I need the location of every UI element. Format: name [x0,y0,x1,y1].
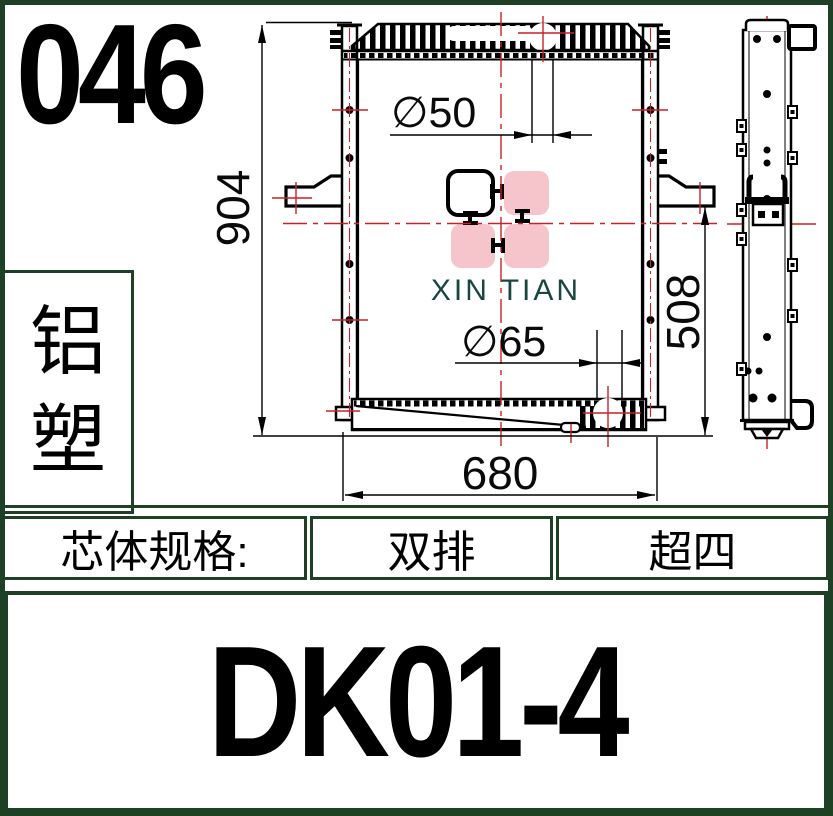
material-char-2: 塑 [30,398,106,483]
side-view [736,18,817,440]
spec-table-value-rows: 双排 [310,516,553,580]
top-tank [342,22,658,61]
logo-square-pink-1 [504,171,549,215]
logo-square-outline [446,169,495,217]
side-bottom-bracket [740,393,814,440]
dim-overall-height: 904 [207,170,259,247]
logo-square-pink-2 [451,224,495,268]
bottom-tank [350,397,648,434]
material-box: 铝 塑 [2,270,134,514]
dimensions: ∅50 ∅65 680 904 508 [207,21,713,501]
section-divider [0,505,833,508]
part-number: 046 [16,0,208,154]
side-mid-bracket [745,174,789,227]
dim-outlet-diameter: ∅65 [461,318,546,366]
brand-text: XIN TIAN [431,274,581,307]
left-side-channel [330,23,362,422]
side-clip-pins [739,110,795,371]
side-hook [788,399,814,430]
logo-square-pink-3 [504,224,549,268]
spec-table-value-type: 超四 [556,516,829,580]
right-mounting-bracket [657,174,716,208]
side-top-tab [787,24,817,51]
side-rivets [744,35,781,375]
radiator-technical-drawing: XIN TIAN [207,12,817,501]
spec-table-label: 芯体规格: [2,516,307,580]
right-side-channel [638,23,670,422]
dim-side-height: 508 [657,274,709,351]
model-box: DK01-4 [4,591,828,812]
material-char-1: 铝 [30,300,106,385]
dim-overall-width: 680 [462,447,539,499]
left-mounting-bracket [284,174,343,208]
brand-logo [446,169,549,268]
model-code: DK01-4 [207,613,630,790]
side-top-cap [744,18,790,31]
dim-inlet-diameter: ∅50 [391,89,476,137]
front-view: XIN TIAN [284,22,716,434]
top-tank-slot [447,26,533,41]
dimension-arrows [258,25,709,499]
